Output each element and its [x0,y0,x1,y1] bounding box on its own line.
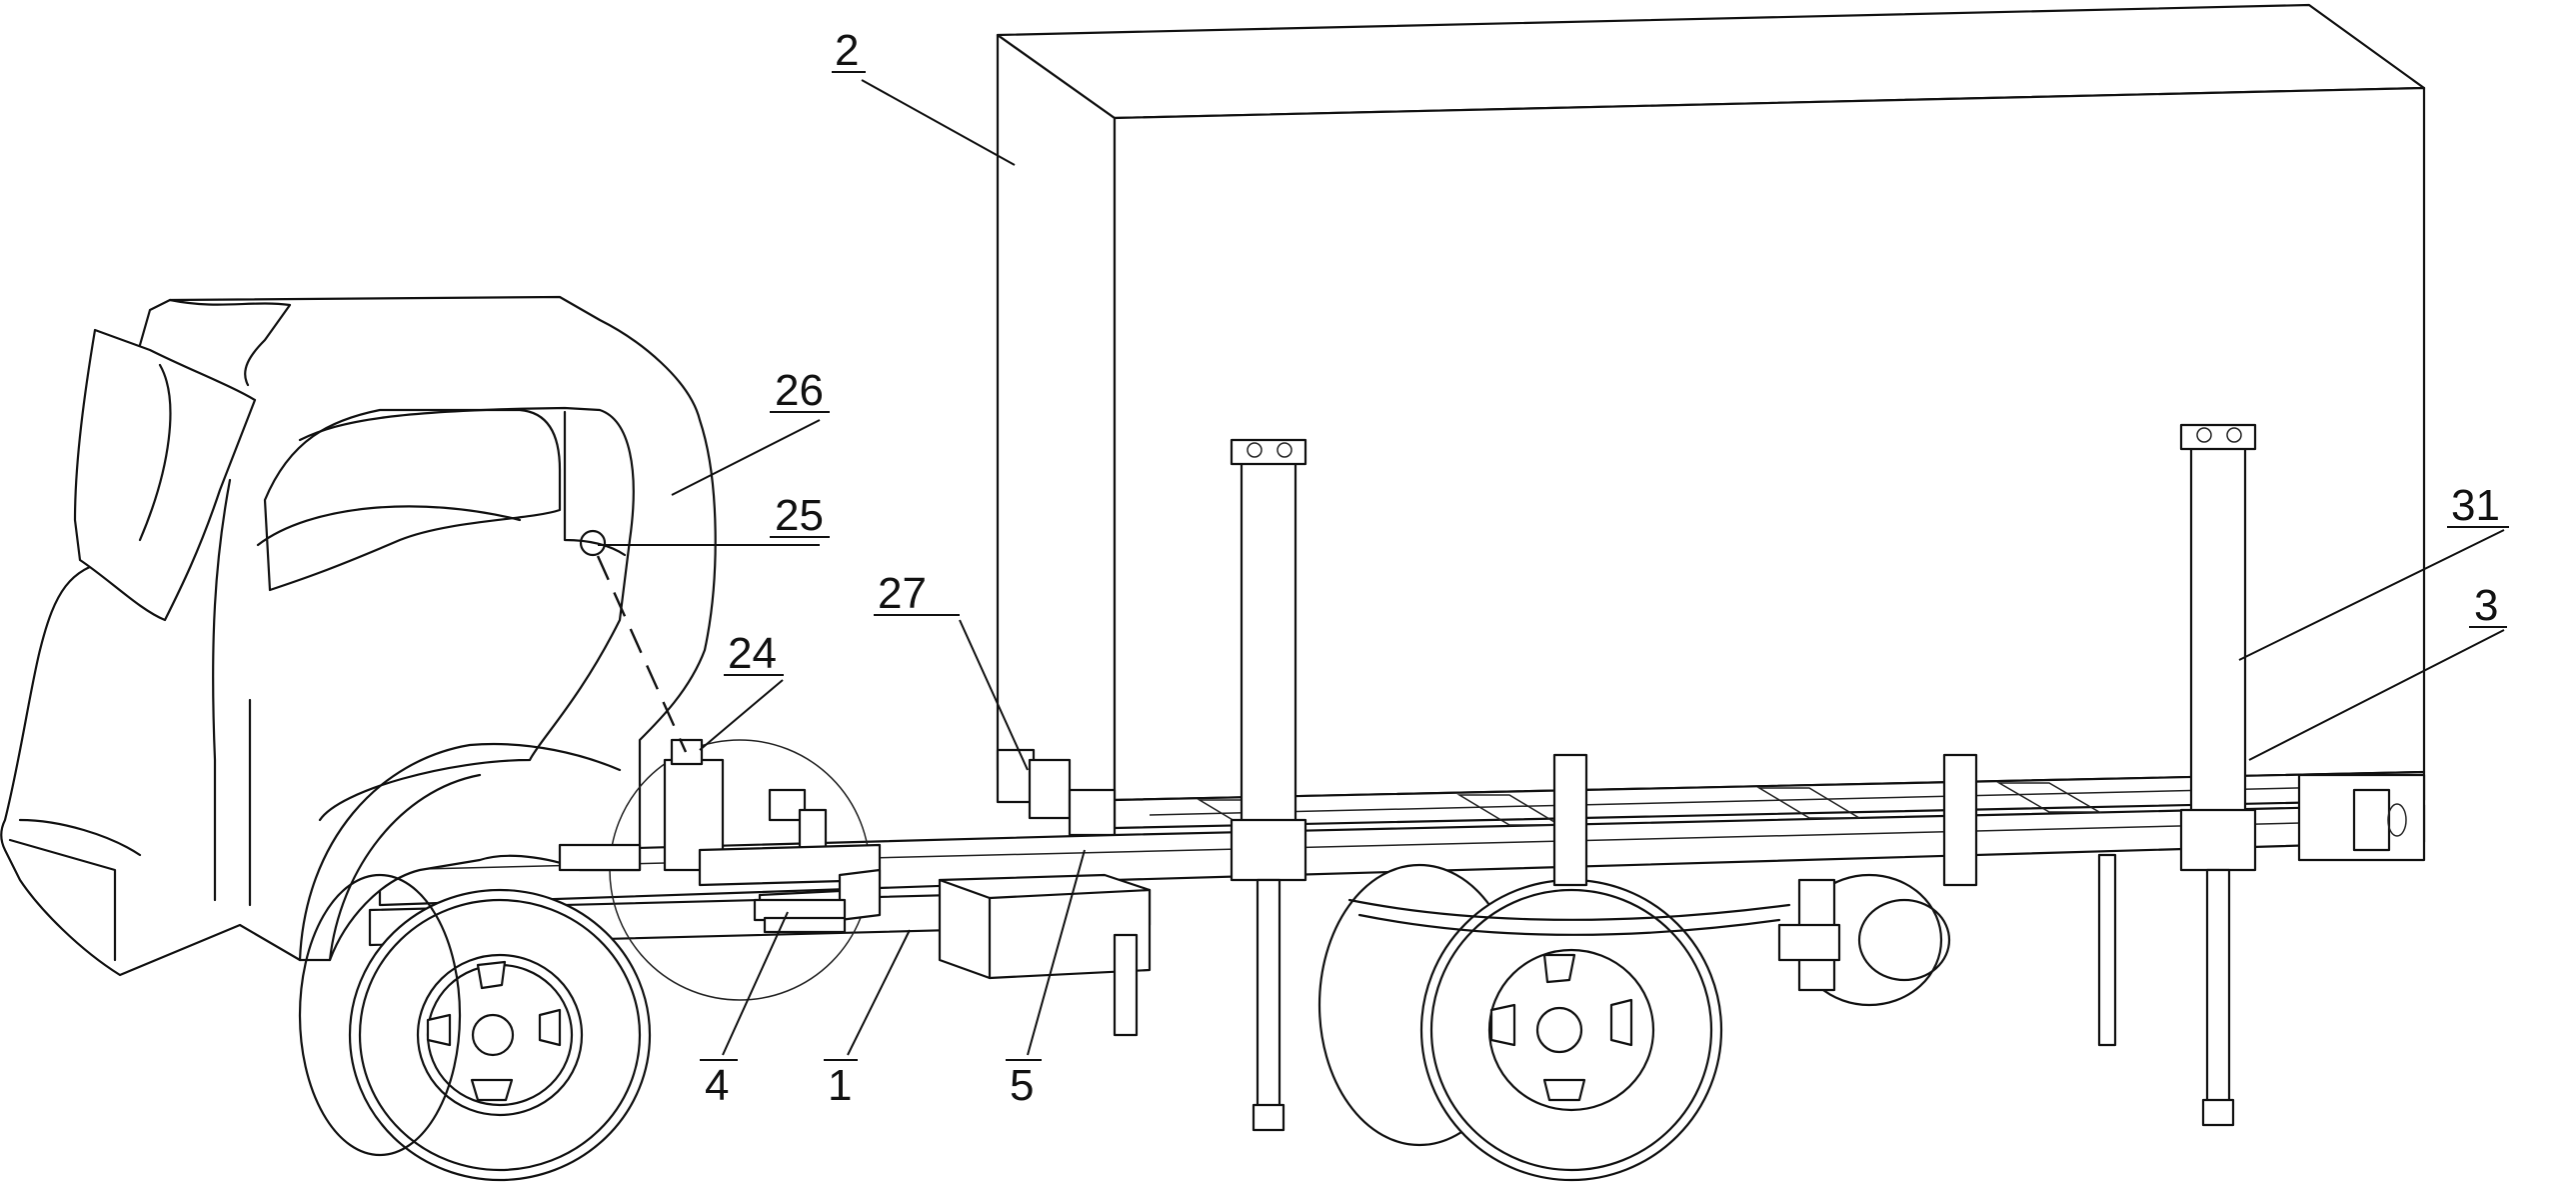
label-3: 3 [2474,581,2498,630]
part-labels: 2 26 25 27 24 31 3 4 1 5 [700,26,2509,1110]
label-31: 31 [2451,481,2500,530]
label-25: 25 [775,491,824,540]
label-5: 5 [1010,1061,1034,1110]
label-26: 26 [775,366,824,415]
lift-mechanism [558,738,882,1001]
truck-cab [0,295,717,977]
tool-box [938,873,1152,980]
label-24: 24 [728,629,777,678]
front-support-leg [1230,438,1307,1132]
label-4: 4 [705,1061,729,1110]
label-27: 27 [878,569,927,618]
rear-wheels [1317,863,1951,1182]
rear-support-leg [2179,423,2257,1127]
label-2: 2 [835,26,859,75]
label-1: 1 [828,1061,852,1110]
leader-lines [598,79,2505,1056]
frame-posts [1113,753,2117,1047]
hydraulic-line [579,529,688,753]
cargo-box [996,3,2426,837]
front-wheel [298,873,652,1182]
